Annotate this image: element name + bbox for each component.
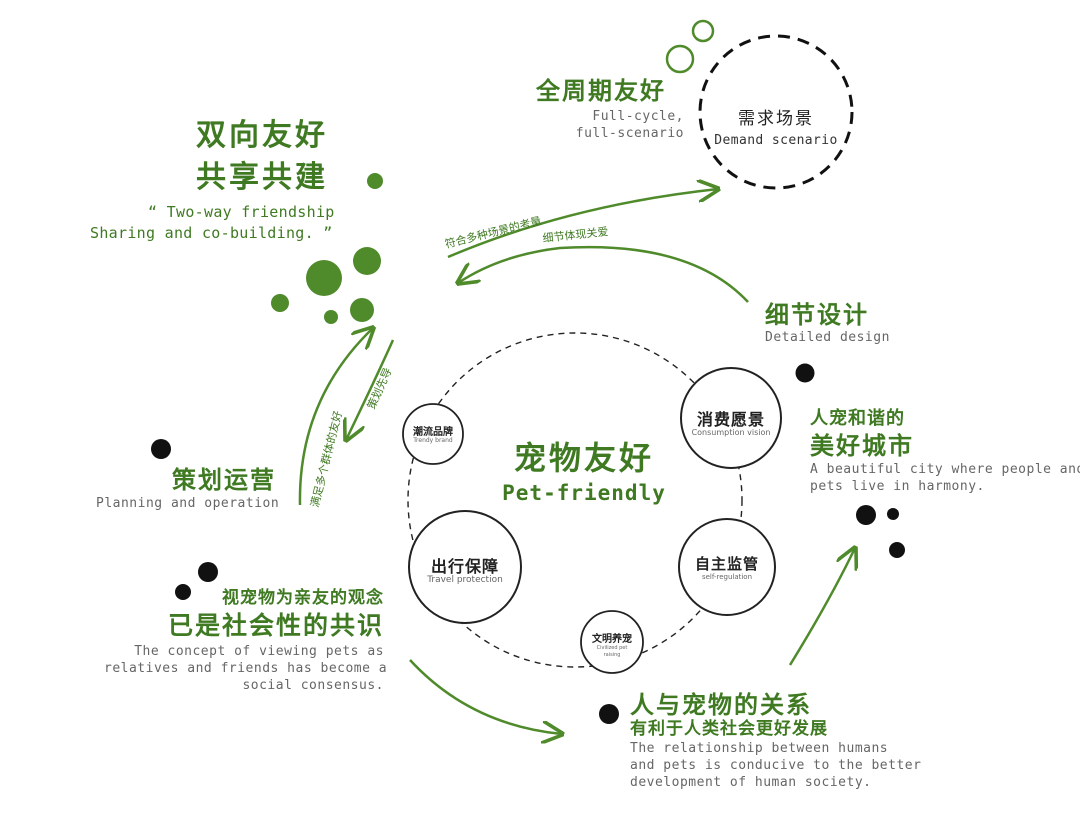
- relation-cn-1: 人与宠物的关系: [630, 691, 812, 719]
- pet-friendly-cn: 宠物友好: [513, 439, 654, 477]
- node-civilized-en-1: Civilized pet: [596, 645, 628, 651]
- relation-en-1: The relationship between humans: [630, 741, 889, 756]
- city-cn-1: 人宠和谐的: [810, 408, 905, 429]
- city-en-2: pets live in harmony.: [810, 479, 985, 494]
- node-travel-en: Travel protection: [427, 575, 503, 585]
- two-way-quote-2: Sharing and co-building. ”: [90, 224, 333, 242]
- full-cycle-sub-2: full-scenario: [575, 126, 684, 141]
- green-dot: [350, 298, 374, 322]
- black-dot: [795, 363, 815, 383]
- relation-en-2: and pets is conducive to the better: [630, 758, 922, 773]
- green-dot: [367, 173, 383, 189]
- node-selfreg-cn: 自主监管: [694, 555, 759, 573]
- arc-label-upper-inner: 细节体现关爱: [542, 224, 609, 245]
- two-way-title-2: 共享共建: [196, 160, 328, 195]
- relation-en-3: development of human society.: [630, 775, 872, 790]
- black-dot: [198, 562, 218, 582]
- arc-label-left-inner: 策划先导: [364, 365, 395, 411]
- ring-small: [691, 19, 715, 43]
- node-selfreg-circle: [678, 518, 776, 616]
- arc-upper-outer: [447, 189, 718, 259]
- node-consumption-circle: [680, 367, 782, 469]
- consensus-en-1: The concept of viewing pets as: [134, 644, 384, 659]
- black-dot: [856, 505, 876, 525]
- green-dot: [353, 247, 381, 275]
- relation-cn-2: 有利于人类社会更好发展: [630, 719, 828, 739]
- arc-left-inner: [346, 339, 395, 440]
- two-way-title-1: 双向友好: [196, 118, 328, 153]
- arc-label-left-outer: 满足多个群体的友好: [307, 409, 345, 508]
- center-dashed-circle: [407, 332, 743, 668]
- consensus-en-3: social consensus.: [242, 678, 384, 693]
- demand-scenario-en: Demand scenario: [714, 133, 838, 148]
- node-trendy-circle: [402, 403, 464, 465]
- arc-bottom-right: [788, 548, 855, 666]
- consensus-cn-2: 已是社会性的共识: [167, 611, 384, 640]
- black-dot: [599, 704, 619, 724]
- planning-en: Planning and operation: [96, 496, 280, 511]
- full-cycle-title: 全周期友好: [536, 77, 666, 105]
- node-civilized-en-2: raising: [603, 652, 621, 658]
- node-consumption-en: Consumption vision: [691, 428, 771, 437]
- pet-friendly-en: Pet-friendly: [502, 481, 666, 505]
- consensus-cn-1: 视宠物为亲友的观念: [222, 588, 384, 608]
- ring-large: [665, 44, 695, 74]
- black-dot: [151, 439, 171, 459]
- node-travel-circle: [408, 510, 522, 624]
- two-way-quote-1: “ Two-way friendship: [148, 203, 335, 221]
- city-en-1: A beautiful city where people and: [810, 462, 1080, 477]
- node-civilized-circle: [580, 610, 644, 674]
- node-selfreg-en: self-regulation: [701, 573, 753, 581]
- demand-scenario-cn: 需求场景: [738, 109, 814, 129]
- planning-cn: 策划运营: [172, 466, 276, 494]
- black-dot: [175, 584, 191, 600]
- demand-circle: [698, 34, 854, 190]
- consensus-en-2: relatives and friends has become a: [104, 661, 388, 676]
- detail-design-cn: 细节设计: [765, 301, 869, 329]
- node-consumption-cn: 消费愿景: [696, 410, 765, 429]
- green-dot: [324, 310, 338, 324]
- arc-upper-inner: [458, 245, 749, 303]
- black-dot: [887, 508, 899, 520]
- detail-design-en: Detailed design: [765, 330, 890, 345]
- full-cycle-sub-1: Full-cycle,: [592, 109, 684, 124]
- city-cn-2: 美好城市: [810, 432, 914, 460]
- node-travel-cn: 出行保障: [430, 557, 499, 576]
- node-trendy-cn: 潮流品牌: [413, 427, 453, 438]
- node-civilized-cn: 文明养宠: [592, 634, 632, 645]
- black-dot: [889, 542, 905, 558]
- green-dot: [306, 260, 342, 296]
- node-trendy-en: Trendy brand: [413, 437, 453, 444]
- green-dot: [271, 294, 289, 312]
- arc-label-upper-outer: 符合多种场景的考量: [443, 213, 542, 251]
- arc-left-outer: [298, 328, 373, 506]
- arc-bottom-left: [409, 659, 562, 734]
